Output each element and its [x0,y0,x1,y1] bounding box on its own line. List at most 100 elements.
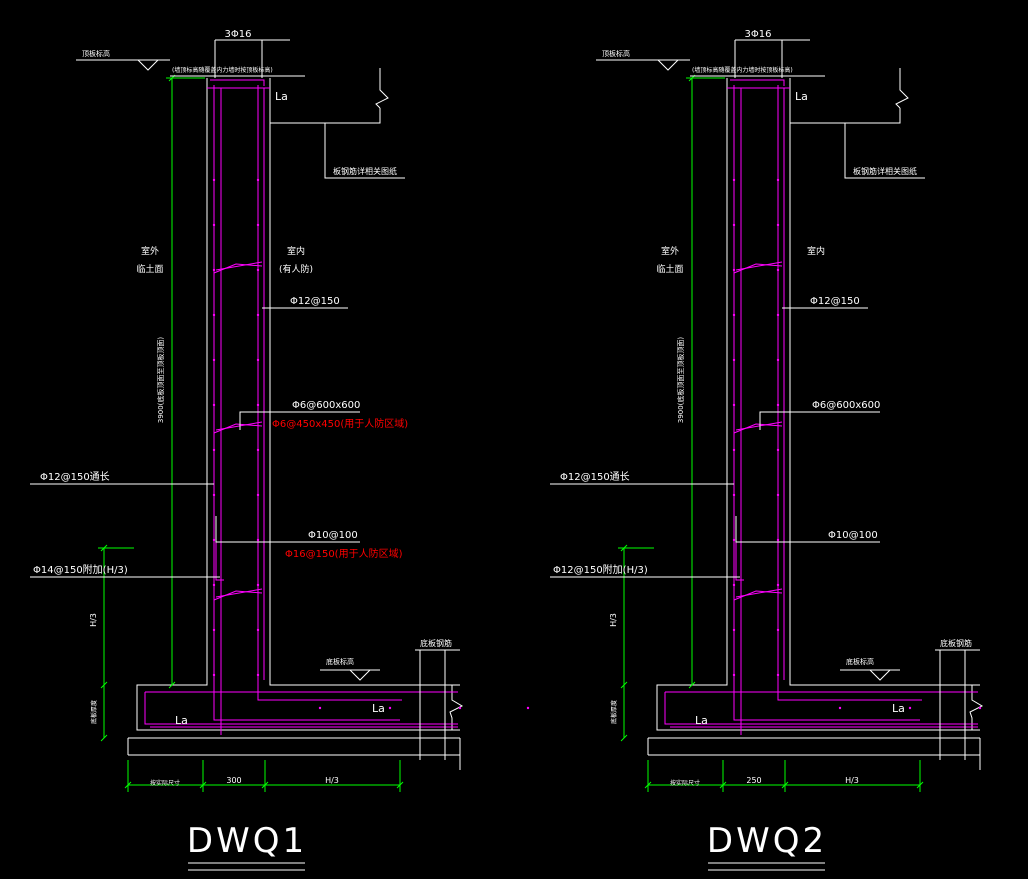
rebar-outer-label: Φ12@150通长 [40,471,110,483]
rebar-inner-vertical [257,85,402,701]
rebar-add-hook [215,542,224,581]
bottom-level-label: 底板标高 [846,657,874,666]
top-slab-break [375,68,389,109]
rebar-top-hook [210,79,265,86]
tie-bar-b-2 [215,588,263,598]
bottom-slab-break [969,685,984,730]
rebar-dot [212,178,216,182]
slab-note-label: 板钢筋详相关图纸 [853,166,917,176]
rebar-dot [732,223,736,227]
rebar-inner-label: Φ12@150 [290,296,340,307]
la-top-label: La [275,90,288,103]
rebar-dot [978,706,982,710]
level-triangle [137,59,159,71]
rebar-dot [732,358,736,362]
dim-bottom-label-2: 300 [226,776,241,785]
tie-bar-b-0 [735,261,783,271]
dim-wall-height-label: 3900(底板顶面至顶板顶面) [676,337,685,424]
top-level-label: 顶板标高 [602,49,630,58]
wall-outline-outer [656,78,980,731]
top-slab-break [895,68,909,109]
rebar-dot [732,628,736,632]
rebar-bottom-u [664,692,978,725]
tie-bar-0 [733,263,783,274]
dimension-tick [644,781,652,789]
rebar-dot [776,268,780,272]
tie-bar-0 [213,263,263,274]
rebar-outer-label: Φ12@150通长 [560,471,630,483]
dim-slab-label: 底板厚度 [610,700,618,724]
outside-label-0: 室外 [141,245,159,257]
bottom-slab-break [449,685,464,730]
rebar-dot [732,403,736,407]
dimension-tick [781,781,789,789]
drawing-title: DWQ2 [707,821,827,861]
dimension-tick [261,781,269,789]
dimension-tick [719,781,727,789]
tie-bar-1 [733,423,783,434]
rebar-dot [256,628,260,632]
rebar-dot [212,538,216,542]
top-note-label: (墙顶标高随覆盖内力墙时按顶板标高) [172,66,273,74]
rebar-dot [212,493,216,497]
dim-h3-label: H/3 [609,613,618,627]
dim-bottom-label-2: 250 [746,776,761,785]
leader [735,516,880,543]
rebar-dot [212,583,216,587]
tie-bar-1 [213,423,263,434]
rebar-dot [776,178,780,182]
rebar-dot [732,493,736,497]
tie-bar-b-1 [735,421,783,431]
la-left-label: La [695,714,708,727]
wall-outline-inner [269,123,460,686]
rebar-dot [256,538,260,542]
rebar-dot [256,403,260,407]
level-triangle [657,59,679,71]
dimension-tick [916,781,924,789]
top-note-label: (墙顶标高随覆盖内力墙时按顶板标高) [692,66,793,74]
dim-bottom-label-1: 按实际尺寸 [150,779,180,787]
rebar-dot [776,673,780,677]
rebar-add-hook [735,542,744,581]
dimension-tick [688,681,696,689]
leader [215,516,360,543]
inside-label-0: 室内 [807,245,825,257]
rebar-dot [212,223,216,227]
rebar-top-hook [730,79,785,86]
rebar-dot [526,706,530,710]
rebar-dot [318,706,322,710]
rebar-dot [732,583,736,587]
tie-label: Φ6@600x600 [812,400,880,411]
rebar-dot [732,178,736,182]
tie-bar-b-2 [735,588,783,598]
dim-bottom-label-3: H/3 [845,776,859,785]
top-rebar-label: 3Φ16 [225,29,252,40]
top-level-label: 顶板标高 [82,49,110,58]
tie-label: Φ6@600x600 [292,400,360,411]
la-top-label: La [795,90,808,103]
dim-wall-height-label: 3900(底板顶面至顶板顶面) [156,337,165,424]
wall-outline-inner [789,123,980,686]
rebar-dot [776,628,780,632]
la-right-label: La [892,702,905,715]
inside-label-1: (有人防) [279,263,313,275]
tie-bar-2 [213,590,263,601]
rebar-dot [256,268,260,272]
rebar-dot [256,223,260,227]
rebar-dot [212,268,216,272]
rebar-dot [256,493,260,497]
outside-label-1: 临土面 [136,263,163,275]
rebar-dot [732,448,736,452]
slab-note-label: 板钢筋详相关图纸 [333,166,397,176]
tie-civil-label: Φ6@450x450(用于人防区域) [272,417,408,430]
rebar-outer-vertical [213,85,400,721]
tie-bar-2 [733,590,783,601]
rebar-dot [776,313,780,317]
drawing-title: DWQ1 [187,821,307,861]
rebar-dot [256,358,260,362]
slab-note-leader [324,123,405,179]
rebar-dot [838,706,842,710]
rebar-dot [732,673,736,677]
